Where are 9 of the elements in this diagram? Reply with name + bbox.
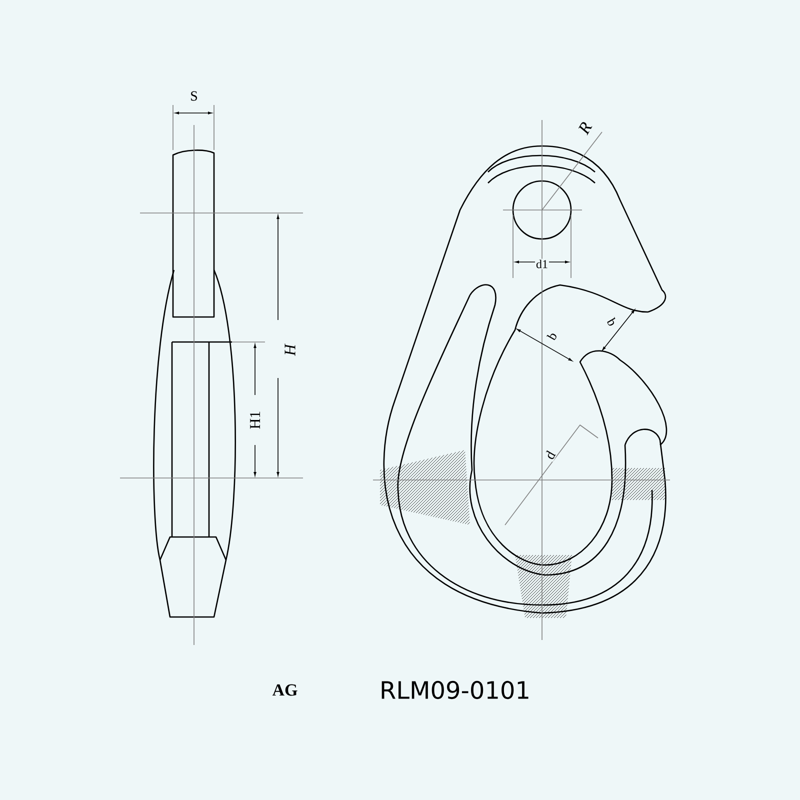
dimension-label: b <box>605 316 619 328</box>
dimension-label: b <box>545 330 559 342</box>
dimension-label: S <box>189 90 199 102</box>
model-number: RLM09-0101 <box>378 680 532 700</box>
dimension-label: d <box>542 448 558 462</box>
dimension-label: d1 <box>535 258 549 270</box>
dimension-label: H1 <box>249 410 261 430</box>
dimension-label: R <box>576 119 594 137</box>
dimension-label: H <box>284 343 296 357</box>
